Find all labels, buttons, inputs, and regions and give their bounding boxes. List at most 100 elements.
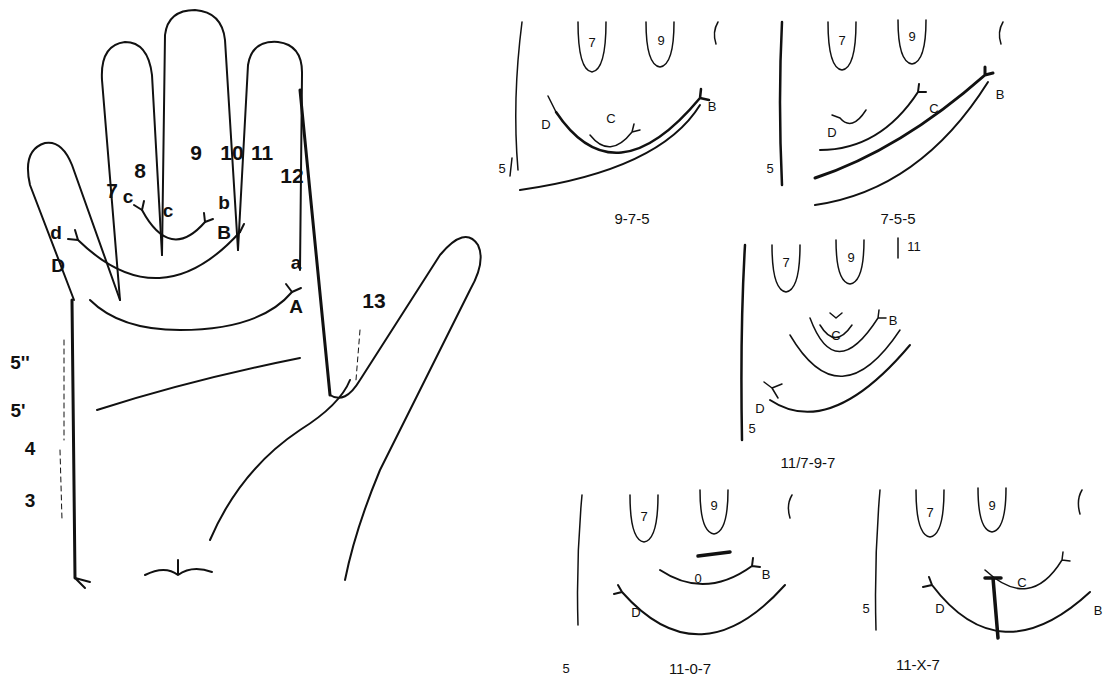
callout-number: 4 (25, 439, 36, 458)
callout-number: b (218, 193, 230, 212)
pattern-sketch (700, 490, 728, 534)
pattern-sketch (741, 245, 745, 440)
pattern-sketch (1078, 490, 1082, 514)
callout-number: 11 (251, 142, 273, 163)
pattern-sketch (646, 22, 674, 67)
pattern-sketch (820, 84, 926, 150)
pattern-sketch (548, 96, 556, 112)
pattern-sketch (999, 22, 1003, 44)
pattern-label: B (889, 314, 898, 327)
pattern-label: 7 (588, 36, 595, 49)
pattern-label: 5 (498, 162, 505, 175)
callout-number: c (123, 187, 134, 206)
pattern-label: 11 (907, 240, 921, 253)
pattern-sketch (520, 105, 700, 190)
pattern-label: D (827, 126, 836, 139)
callout-number: 8 (134, 160, 146, 181)
pattern-sketch (660, 558, 760, 584)
pattern-label: 5 (562, 662, 569, 675)
pattern-label: C (606, 112, 615, 125)
dermal-ridge-line (204, 213, 213, 222)
pattern-sketch (923, 577, 1090, 632)
pattern-sketch (630, 495, 658, 542)
pattern-sketch (714, 22, 718, 44)
callout-number: A (289, 297, 303, 316)
hand-outline (75, 578, 90, 588)
callout-number: 12 (280, 165, 303, 186)
pattern-label: 9-7-5 (614, 211, 649, 226)
hand-outline (28, 10, 481, 588)
pattern-label: 9 (847, 251, 854, 264)
dermal-ridge-line (134, 201, 144, 210)
pattern-label: 7 (926, 506, 933, 519)
callout-number: c (163, 201, 174, 220)
hand-outline (162, 10, 238, 255)
dermal-ridge-line (286, 284, 301, 292)
dermal-ridge-line (142, 210, 205, 239)
pattern-sketch (978, 488, 1006, 532)
pattern-sketch (828, 22, 856, 70)
hand-outline (330, 237, 481, 580)
pattern-sketch (510, 20, 1090, 638)
callout-number: d (50, 223, 62, 242)
pattern-label: 7 (782, 256, 789, 269)
pattern-label: B (1094, 604, 1103, 617)
pattern-label: C (1017, 576, 1026, 589)
pattern-sketch (510, 158, 512, 176)
dermal-ridge-line (240, 224, 244, 232)
pattern-sketch (836, 240, 864, 284)
pattern-label: 5 (766, 162, 773, 175)
callout-number: D (51, 256, 65, 275)
pattern-sketch (832, 110, 866, 123)
pattern-label: 9 (710, 499, 717, 512)
pattern-sketch (578, 495, 583, 625)
pattern-label: 11-0-7 (669, 661, 711, 676)
palm-crease (145, 560, 212, 575)
hand-outline (300, 90, 330, 395)
callout-number: a (291, 253, 302, 272)
callout-number: 10 (220, 142, 243, 163)
palm-crease (97, 358, 350, 575)
pattern-sketch (876, 490, 881, 630)
edge-dashes (64, 340, 65, 440)
pattern-sketch (770, 345, 910, 412)
edge-dashes (60, 330, 360, 520)
pattern-label: 7 (838, 34, 845, 47)
pattern-label: B (708, 100, 717, 113)
pattern-label: C (929, 102, 938, 115)
callout-number: 9 (190, 142, 202, 163)
pattern-sketch (578, 22, 606, 72)
callout-number: B (217, 223, 231, 242)
pattern-sketch (985, 552, 1070, 589)
pattern-sketch (516, 22, 522, 170)
pattern-label: 9 (988, 499, 995, 512)
pattern-sketch (556, 89, 709, 153)
pattern-sketch (590, 124, 640, 147)
pattern-sketch (810, 310, 886, 352)
dermal-ridge-line (68, 230, 78, 240)
pattern-label: D (935, 602, 944, 615)
edge-dashes (60, 450, 62, 520)
edge-dashes (356, 330, 360, 380)
pattern-sketch (698, 552, 730, 556)
pattern-sketch (897, 238, 899, 258)
hand-outline (102, 42, 162, 300)
pattern-label: B (762, 568, 771, 581)
pattern-sketch (815, 67, 993, 178)
pattern-label: 11/7-9-7 (781, 455, 836, 470)
pattern-sketch (916, 490, 944, 537)
pattern-label: D (631, 606, 640, 619)
pattern-label: C (831, 329, 840, 342)
pattern-label: B (996, 88, 1005, 101)
dermal-ridge-line (90, 292, 292, 330)
pattern-label: 5 (862, 602, 869, 615)
dermal-ridge-line (68, 201, 301, 330)
hand-outline (238, 42, 302, 270)
callout-number: 7 (106, 180, 118, 201)
pattern-sketch (780, 22, 782, 185)
pattern-label: D (541, 118, 550, 131)
pattern-sketch (614, 585, 785, 634)
callout-number: 13 (362, 290, 385, 311)
